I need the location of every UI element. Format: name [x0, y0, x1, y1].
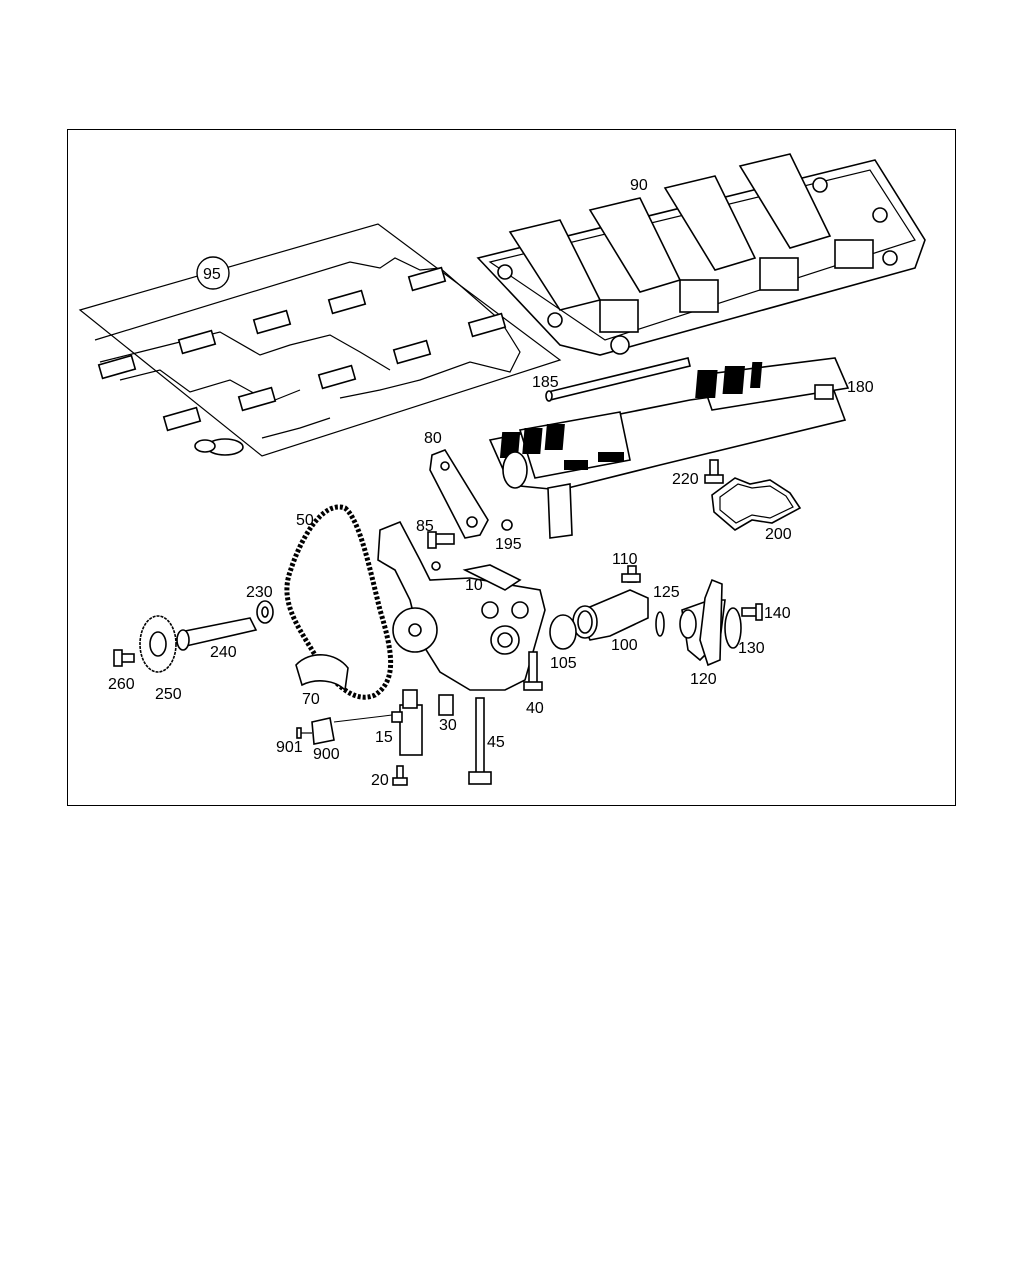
callout-label: 100: [611, 637, 638, 654]
callout-label: 105: [550, 655, 577, 672]
callout-label: 95: [203, 266, 221, 283]
callout-label: 45: [487, 734, 505, 751]
callout-label: 900: [313, 746, 340, 763]
callout-label: 200: [765, 526, 792, 543]
sprocket-250: [139, 615, 177, 673]
callout-label: 50: [296, 512, 314, 529]
oil-pipe-100: [572, 589, 649, 641]
callout-label: 260: [108, 676, 135, 693]
bolt-40: [523, 651, 543, 691]
callout-label: 85: [416, 518, 434, 535]
diagram-frame: [67, 129, 956, 806]
bracket-80: [429, 449, 489, 539]
callout-label: 80: [424, 430, 442, 447]
callout-label: 40: [526, 700, 544, 717]
bolt-45: [468, 697, 492, 785]
oil-pump-10: [377, 520, 546, 691]
shaft-240: [176, 617, 258, 651]
callout-label: 220: [672, 471, 699, 488]
callout-label: 130: [738, 640, 765, 657]
o-ring-105: [549, 614, 577, 650]
bolt-260: [113, 649, 135, 667]
pin-901: [296, 727, 312, 739]
callout-label: 15: [375, 729, 393, 746]
intake-manifold-90: [476, 153, 926, 356]
valve-15: [391, 689, 423, 756]
callout-label: 180: [847, 379, 874, 396]
callout-label: 20: [371, 772, 389, 789]
callout-label: 125: [653, 584, 680, 601]
cover-120: [679, 578, 726, 667]
seal-ring-130: [724, 607, 742, 649]
callout-label: 90: [630, 177, 648, 194]
callout-label: 240: [210, 644, 237, 661]
callout-95-circle: [196, 256, 230, 290]
connector-900: [311, 714, 393, 745]
callout-label: 120: [690, 671, 717, 688]
callout-label: 30: [439, 717, 457, 734]
callout-label: 10: [465, 577, 483, 594]
callout-label: 901: [276, 739, 303, 756]
separator-housing-180: [488, 357, 850, 539]
callout-label: 110: [612, 551, 638, 568]
washer-230: [256, 600, 274, 624]
callout-label: 140: [764, 605, 791, 622]
gasket-200: [711, 477, 802, 531]
callout-label: 230: [246, 584, 273, 601]
bolt-85: [427, 531, 455, 549]
callout-label: 70: [302, 691, 320, 708]
chain-guide-70: [295, 654, 349, 692]
bolt-140: [741, 603, 763, 621]
o-ring-195: [501, 519, 513, 531]
plug-30: [438, 694, 454, 716]
callout-label: 195: [495, 536, 522, 553]
o-ring-125: [655, 611, 665, 637]
screw-220: [704, 459, 724, 484]
screw-20: [392, 765, 408, 786]
bolt-110: [621, 565, 641, 583]
callout-label: 250: [155, 686, 182, 703]
callout-label: 185: [532, 374, 559, 391]
tube-185: [545, 357, 691, 402]
